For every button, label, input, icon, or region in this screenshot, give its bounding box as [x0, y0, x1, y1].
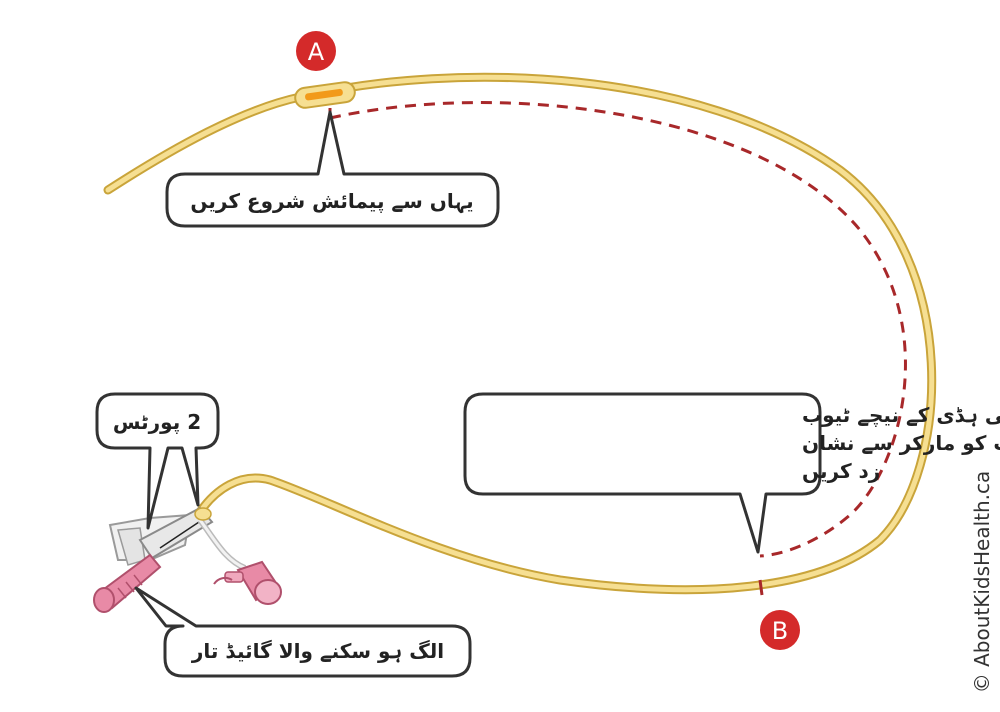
- point-b-label: B: [772, 617, 788, 645]
- callout-mark-line-2: پر پوائنٹ کو مارکر سے نشان: [802, 431, 1000, 456]
- callout-start-measure-text: یہاں سے پیمائش شروع کریں: [190, 189, 473, 214]
- callout-guidewire: الگ ہو سکنے والا گائیڈ تار: [134, 586, 472, 678]
- point-a-badge: A: [296, 31, 336, 71]
- callout-mark-line-3: زد کریں: [802, 459, 880, 483]
- callout-mark-point: سینے کی ہڈی کے نیچے ٹیوب پر پوائنٹ کو ما…: [463, 392, 1000, 554]
- tube-sleeve: [294, 81, 356, 109]
- callout-ports: 2 پورٹس: [95, 392, 220, 530]
- copyright-notice: © AboutKidsHealth.ca: [962, 470, 1000, 705]
- callout-ports-text: 2 پورٹس: [113, 410, 201, 435]
- end-marker-tick: [758, 579, 764, 596]
- callout-guidewire-text: الگ ہو سکنے والا گائیڈ تار: [191, 639, 444, 663]
- point-b-badge: B: [760, 610, 800, 650]
- callout-start-measure: یہاں سے پیمائش شروع کریں: [165, 110, 500, 228]
- measurement-dashed-line: [329, 101, 907, 558]
- copyright-text: © AboutKidsHealth.ca: [970, 470, 994, 694]
- point-a-label: A: [308, 38, 325, 66]
- catheter-tube: [103, 72, 937, 595]
- catheter-hub-device: [93, 506, 282, 613]
- callout-mark-line-1: سینے کی ہڈی کے نیچے ٹیوب: [802, 403, 1000, 428]
